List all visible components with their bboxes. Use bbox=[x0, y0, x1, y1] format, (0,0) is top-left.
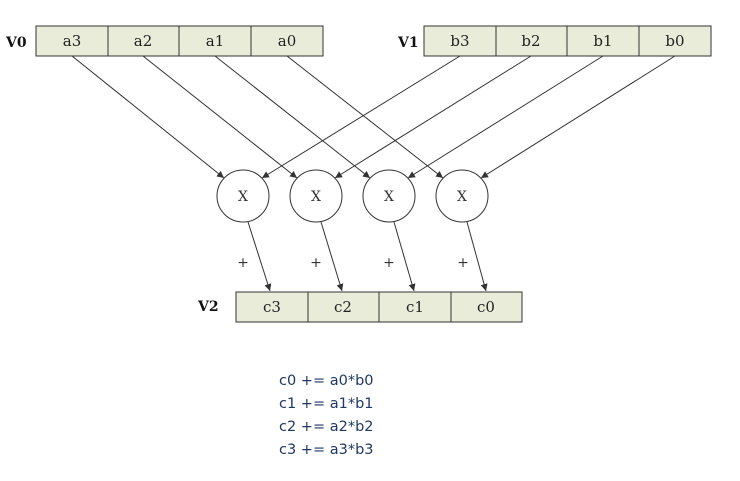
v1-cell-b1: b1 bbox=[593, 32, 612, 50]
v1-cell-bg bbox=[495, 25, 568, 57]
formula-block: c0 += a0*b0 c1 += a1*b1 c2 += a2*b2 c3 +… bbox=[279, 373, 374, 458]
multiplier-label: X bbox=[384, 189, 394, 205]
arrow-b3-to-x3 bbox=[261, 55, 461, 179]
multiplier-node bbox=[289, 169, 343, 223]
v2-cell-c3: c3 bbox=[263, 298, 281, 316]
plus-sign: + bbox=[237, 255, 249, 271]
v2-cell-bg bbox=[450, 291, 523, 323]
v2-cell-bg bbox=[307, 291, 380, 323]
v1-to-multiplier-arrows bbox=[261, 55, 676, 179]
v1-cell-b3: b3 bbox=[450, 32, 469, 50]
arrow-x3-to-c3 bbox=[247, 221, 272, 292]
multiplier-node bbox=[362, 169, 416, 223]
v0-cell-bg bbox=[35, 25, 109, 57]
v0-cell-a0: a0 bbox=[278, 32, 297, 50]
arrow-a3-to-x3 bbox=[71, 55, 225, 179]
formula-line: c1 += a1*b1 bbox=[279, 396, 374, 412]
multipliers: X X X X bbox=[216, 169, 489, 223]
v0-cell-a2: a2 bbox=[134, 32, 153, 50]
register-v0: a3 a2 a1 a0 bbox=[35, 25, 324, 57]
multiplier-node bbox=[216, 169, 270, 223]
v2-cell-c2: c2 bbox=[334, 298, 352, 316]
multiplier-to-v2-arrows bbox=[247, 221, 488, 292]
multiplier-label: X bbox=[238, 189, 248, 205]
plus-sign: + bbox=[383, 255, 395, 271]
accumulate-signs: + + + + bbox=[237, 255, 469, 271]
formula-line: c2 += a2*b2 bbox=[279, 419, 374, 435]
multiplier-label: X bbox=[457, 189, 467, 205]
arrow-x0-to-c0 bbox=[466, 221, 488, 292]
v1-cell-b0: b0 bbox=[665, 32, 684, 50]
arrow-x2-to-c2 bbox=[320, 221, 344, 292]
v2-cell-c1: c1 bbox=[406, 298, 424, 316]
register-label-v2: V2 bbox=[197, 299, 219, 315]
arrow-b1-to-x1 bbox=[407, 55, 604, 179]
formula-line: c0 += a0*b0 bbox=[279, 373, 374, 389]
multiplier-label: X bbox=[311, 189, 321, 205]
v2-cell-c0: c0 bbox=[477, 298, 495, 316]
plus-sign: + bbox=[310, 255, 322, 271]
v0-cell-a1: a1 bbox=[206, 32, 225, 50]
v2-cell-bg bbox=[378, 291, 452, 323]
formula-line: c3 += a3*b3 bbox=[279, 442, 374, 458]
arrow-a1-to-x1 bbox=[214, 55, 371, 179]
arrow-a2-to-x2 bbox=[142, 55, 298, 179]
arrow-a0-to-x0 bbox=[286, 55, 444, 179]
v2-cell-bg bbox=[235, 291, 309, 323]
v0-to-multiplier-arrows bbox=[71, 55, 444, 179]
v0-cell-a3: a3 bbox=[63, 32, 82, 50]
register-label-v1: V1 bbox=[397, 35, 419, 51]
register-label-v0: V0 bbox=[5, 35, 27, 51]
v0-cell-bg bbox=[107, 25, 180, 57]
v1-cell-bg bbox=[638, 25, 712, 57]
plus-sign: + bbox=[457, 255, 469, 271]
v1-cell-b2: b2 bbox=[521, 32, 540, 50]
register-v1: b3 b2 b1 b0 bbox=[423, 25, 712, 57]
multiplier-node bbox=[435, 169, 489, 223]
register-v2: c3 c2 c1 c0 bbox=[235, 291, 523, 323]
arrow-x1-to-c1 bbox=[393, 221, 416, 292]
arrow-b2-to-x2 bbox=[334, 55, 532, 179]
v0-cell-bg bbox=[250, 25, 324, 57]
arrow-b0-to-x0 bbox=[480, 55, 676, 179]
